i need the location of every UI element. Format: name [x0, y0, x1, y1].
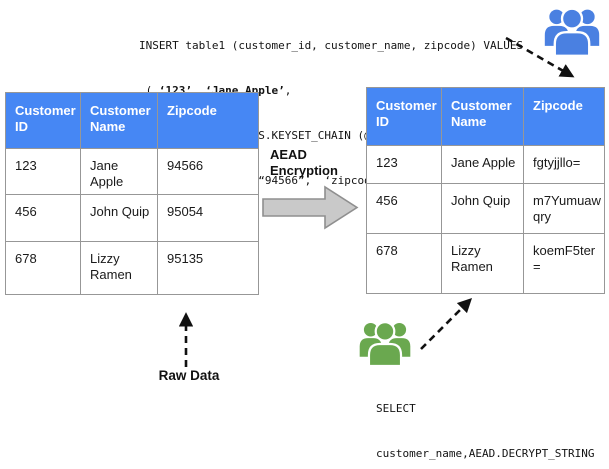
- cell-customer-id: 123: [366, 145, 442, 184]
- cell-encrypted-zipcode: koemF5ter=: [523, 233, 605, 294]
- table-row: 678 Lizzy Ramen 95135: [5, 241, 259, 295]
- table-row: 456 John Quip m7Yumuawqry: [366, 183, 605, 234]
- column-header-zipcode: Zipcode: [523, 87, 605, 146]
- cell-customer-name: Jane Apple: [80, 148, 158, 195]
- cell-encrypted-zipcode: m7Yumuawqry: [523, 183, 605, 234]
- column-header-customer-name: Customer Name: [441, 87, 524, 146]
- cell-customer-id: 678: [5, 241, 81, 295]
- table-header-row: Customer ID Customer Name Zipcode: [5, 92, 259, 149]
- table-header-row: Customer ID Customer Name Zipcode: [366, 87, 605, 146]
- column-header-customer-id: Customer ID: [366, 87, 442, 146]
- users-group-green-icon: [359, 320, 411, 367]
- select-code-line: customer_name,AEAD.DECRYPT_STRING: [376, 447, 595, 460]
- cell-zipcode: 95054: [157, 194, 259, 242]
- cell-customer-name: Lizzy Ramen: [80, 241, 158, 295]
- users-group-blue-icon: [544, 7, 600, 57]
- table-row: 123 Jane Apple fgtyjjllo=: [366, 145, 605, 184]
- aead-encryption-label: AEAD Encryption: [270, 147, 338, 178]
- table-row: 123 Jane Apple 94566: [5, 148, 259, 195]
- cell-customer-id: 456: [366, 183, 442, 234]
- select-query-code: SELECT customer_name,AEAD.DECRYPT_STRING…: [376, 371, 595, 469]
- table-row: 456 John Quip 95054: [5, 194, 259, 242]
- cell-customer-name: John Quip: [441, 183, 524, 234]
- cell-customer-name: Jane Apple: [441, 145, 524, 184]
- column-header-customer-name: Customer Name: [80, 92, 158, 149]
- column-header-customer-id: Customer ID: [5, 92, 81, 149]
- column-header-zipcode: Zipcode: [157, 92, 259, 149]
- raw-data-table: Customer ID Customer Name Zipcode 123 Ja…: [5, 92, 259, 295]
- cell-customer-name: John Quip: [80, 194, 158, 242]
- insert-code-line: INSERT table1 (customer_id, customer_nam…: [139, 39, 524, 52]
- select-code-line: SELECT: [376, 402, 416, 415]
- cell-customer-id: 678: [366, 233, 442, 294]
- cell-encrypted-zipcode: fgtyjjllo=: [523, 145, 605, 184]
- cell-zipcode: 95135: [157, 241, 259, 295]
- raw-data-label: Raw Data: [158, 368, 220, 383]
- cell-customer-id: 123: [5, 148, 81, 195]
- cell-customer-id: 456: [5, 194, 81, 242]
- dashed-arrow-select-to-encrypted-table: [420, 297, 473, 350]
- encrypted-data-table: Customer ID Customer Name Zipcode 123 Ja…: [366, 87, 605, 294]
- encryption-process-arrow: [262, 185, 359, 230]
- cell-zipcode: 94566: [157, 148, 259, 195]
- table-row: 678 Lizzy Ramen koemF5ter=: [366, 233, 605, 294]
- cell-customer-name: Lizzy Ramen: [441, 233, 524, 294]
